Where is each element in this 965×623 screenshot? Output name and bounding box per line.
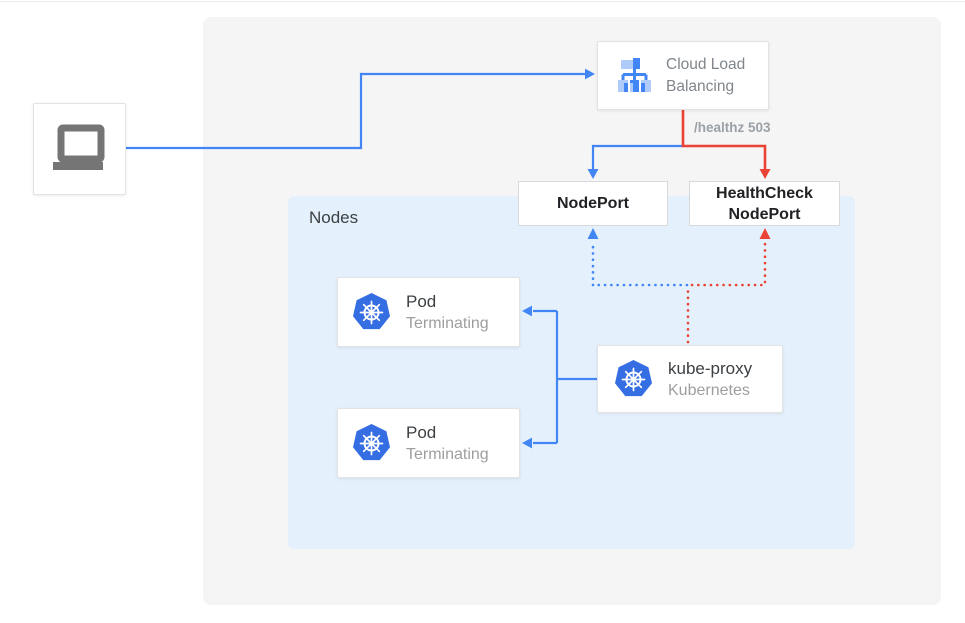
kubernetes-icon: [353, 293, 390, 330]
kubernetes-icon: [615, 360, 652, 397]
pod-node-2: Pod Terminating: [337, 408, 520, 478]
cloud-load-balancing-node: Cloud Load Balancing: [597, 41, 769, 110]
healthcheck-nodeport-label-line1: HealthCheck: [716, 184, 813, 202]
nodeport-label: NodePort: [557, 195, 629, 212]
cloud-load-balancing-icon: [618, 57, 651, 92]
nodes-group-label: Nodes: [309, 208, 359, 227]
kube-proxy-title: kube-proxy: [668, 359, 753, 378]
pod-status: Terminating: [406, 446, 489, 463]
top-divider: [0, 1, 965, 2]
client-laptop-node: [33, 103, 126, 195]
pod-title: Pod: [406, 423, 437, 442]
clb-label-line1: Cloud Load: [666, 55, 746, 73]
kube-proxy-node: kube-proxy Kubernetes: [597, 345, 783, 413]
kubernetes-icon: [353, 424, 390, 461]
pod-status: Terminating: [406, 315, 489, 332]
pod-title: Pod: [406, 292, 437, 311]
clb-label-line2: Balancing: [666, 77, 735, 95]
kube-proxy-subtitle: Kubernetes: [668, 382, 750, 399]
pod-node-1: Pod Terminating: [337, 277, 520, 347]
nodeport-node: NodePort: [518, 181, 668, 226]
healthcheck-nodeport-node: HealthCheck NodePort: [689, 181, 840, 226]
healthz-status-label: /healthz 503: [694, 120, 771, 135]
healthcheck-nodeport-label-line2: NodePort: [728, 205, 801, 223]
laptop-icon: [52, 124, 104, 170]
